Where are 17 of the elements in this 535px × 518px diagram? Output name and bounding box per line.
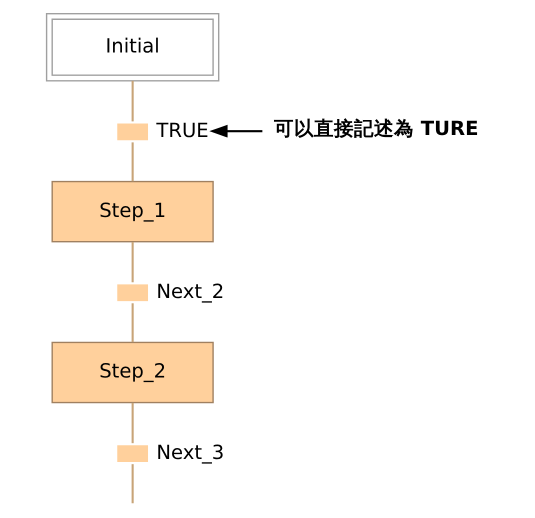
connector [131,242,134,282]
connector [131,80,134,122]
node-box: Step_2 [51,342,214,404]
connector [131,303,134,342]
arrow [208,124,262,138]
connector [131,402,134,444]
node-label: TRUE [156,119,208,142]
node-box: Initial [45,12,219,82]
connector [131,142,134,182]
node-bar [116,123,148,140]
node-bar [116,284,148,302]
node-label: Next_2 [156,280,224,303]
node-label: Next_3 [156,440,224,464]
connector [131,464,134,504]
node-text: 可以直接記述為 TURE [273,116,478,140]
node-bar [116,445,148,462]
node-box: Step_1 [51,180,214,242]
